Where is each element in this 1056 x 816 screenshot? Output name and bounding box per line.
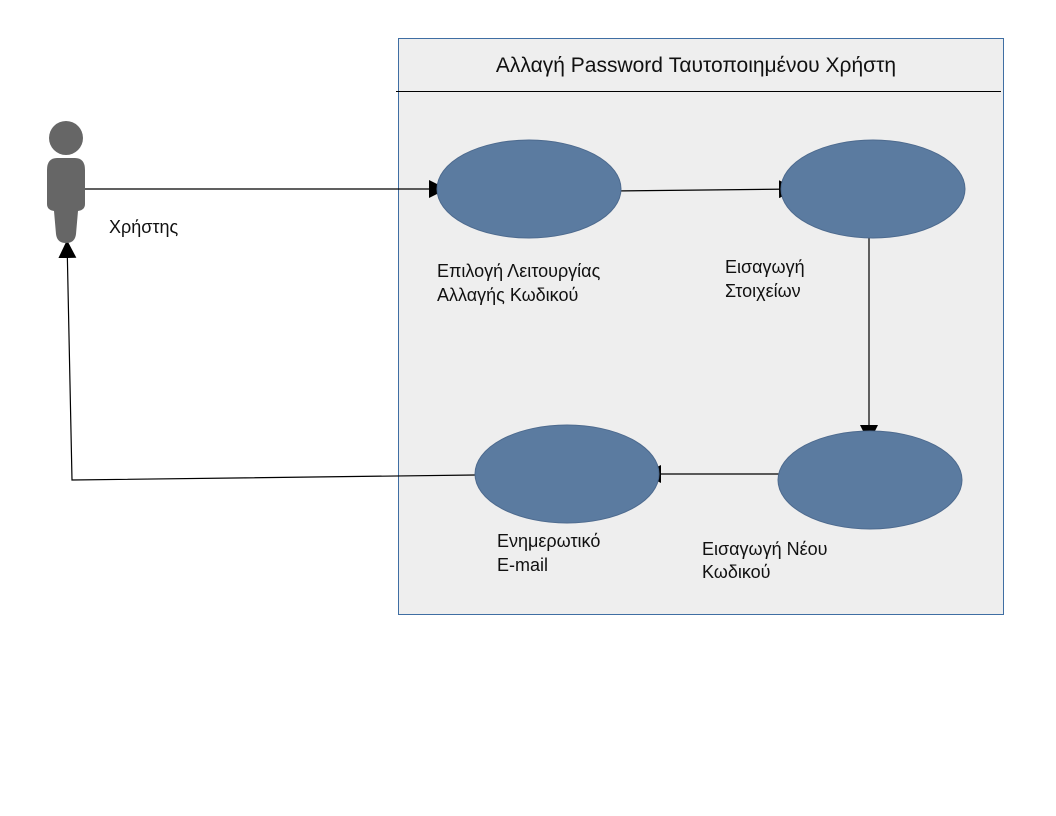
use-case-enter-new-password: Εισαγωγή Νέου Κωδικού <box>702 430 963 582</box>
use-case-label-line: E-mail <box>497 555 548 575</box>
actor: Χρήστης <box>47 121 178 243</box>
use-case-label: Ενημερωτικό E-mail <box>497 531 605 575</box>
use-case-label: Εισαγωγή Νέου Κωδικού <box>702 539 832 582</box>
use-case-label-line: Εισαγωγή Νέου <box>702 539 827 559</box>
system-title: Αλλαγή Password Ταυτοποιημένου Χρήστη <box>496 54 896 77</box>
use-case-label-line: Αλλαγής Κωδικού <box>437 285 578 305</box>
use-case-label-line: Επιλογή Λειτουργίας <box>437 261 601 281</box>
person-icon <box>47 121 85 243</box>
flow-email-to-actor <box>58 239 476 481</box>
use-case-ellipse <box>780 139 966 239</box>
use-case-ellipse <box>436 139 622 239</box>
use-case-select-password-change: Επιλογή Λειτουργίας Αλλαγής Κωδικού <box>436 139 622 305</box>
system-boundary-box <box>398 38 1004 615</box>
actor-head <box>49 121 83 155</box>
use-case-label-line: Κωδικού <box>702 562 771 582</box>
use-case-label: Επιλογή Λειτουργίας Αλλαγής Κωδικού <box>437 261 605 305</box>
use-case-label: Εισαγωγή Στοιχείων <box>725 257 810 301</box>
flow-lines <box>58 180 878 483</box>
actor-body <box>47 158 85 243</box>
actor-name: Χρήστης <box>109 217 178 237</box>
use-case-ellipse <box>777 430 963 530</box>
system-boundary: Αλλαγή Password Ταυτοποιημένου Χρήστη <box>396 38 1004 615</box>
use-case-enter-details: Εισαγωγή Στοιχείων <box>725 139 966 301</box>
flow-select-function-to-enter-details <box>611 180 798 199</box>
use-case-label-line: Στοιχείων <box>725 281 801 301</box>
use-case-label-line: Ενημερωτικό <box>497 531 600 551</box>
use-case-label-line: Εισαγωγή <box>725 257 805 277</box>
use-case-notification-email: Ενημερωτικό E-mail <box>474 424 660 575</box>
use-case-ellipse <box>474 424 660 524</box>
